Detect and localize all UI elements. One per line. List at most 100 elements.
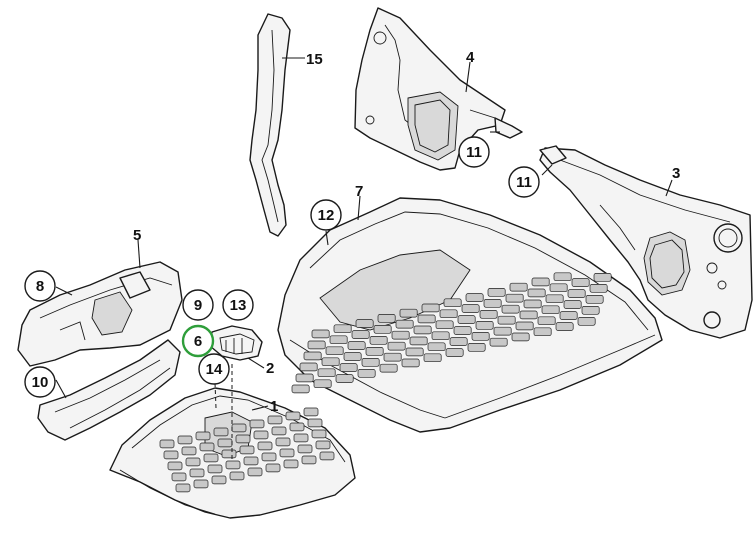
callout-6-highlighted: 6	[181, 324, 215, 358]
mat-cell	[567, 289, 586, 298]
mat-cell	[333, 324, 352, 334]
mat-cell	[501, 304, 520, 314]
mat-cell	[293, 433, 309, 443]
mat-cell	[559, 311, 578, 320]
mat-cell	[571, 278, 590, 287]
callout-label: 10	[32, 374, 49, 391]
mat-cell	[379, 363, 398, 373]
mat-cell	[383, 352, 402, 362]
part-4-bulkhead-panel	[354, 7, 523, 171]
mat-cell	[475, 321, 494, 330]
mat-cell	[319, 451, 335, 461]
mat-cell	[431, 331, 450, 341]
callout-label: 11	[516, 174, 532, 191]
label-3: 3	[672, 165, 680, 182]
mat-cell	[553, 272, 572, 282]
mat-cell	[257, 441, 273, 451]
mat-cell	[361, 358, 380, 367]
callout-10: 10	[24, 366, 56, 398]
callout-ring	[222, 289, 254, 321]
part-5-tunnel-insulation	[17, 261, 183, 367]
mat-cell	[329, 335, 348, 345]
mat-cell	[265, 463, 281, 473]
mat-cell	[267, 415, 283, 425]
mat-cell	[395, 319, 414, 329]
mat-cell	[369, 336, 388, 345]
mat-cell	[541, 305, 560, 315]
mat-cell	[311, 329, 330, 339]
mat-cell	[509, 282, 528, 292]
mat-cell	[405, 347, 424, 357]
mat-cell	[225, 460, 241, 470]
mat-cell	[527, 288, 546, 298]
callout-ring	[198, 353, 230, 385]
mat-cell	[339, 363, 358, 372]
mat-cell	[249, 419, 265, 429]
mat-cell	[563, 300, 582, 309]
mat-cell	[387, 341, 406, 351]
callout-ring	[508, 166, 540, 198]
mat-cell	[231, 423, 247, 433]
part-3-side-panel	[539, 145, 753, 339]
mat-cell	[505, 293, 524, 303]
callout-group: 8 9 13 6 10 14 12 11	[24, 136, 540, 398]
mat-cell	[515, 321, 534, 331]
label-group: 15 4 3 7 5 2 1	[133, 49, 680, 415]
mat-cell	[213, 427, 229, 437]
mat-cell	[465, 293, 484, 302]
callout-13: 13	[222, 289, 254, 321]
mat-cell	[401, 358, 420, 368]
mat-cell	[181, 446, 197, 456]
mat-cell	[271, 426, 287, 436]
mat-cell	[275, 437, 291, 447]
leader-lines	[55, 57, 673, 460]
callout-label: 14	[206, 361, 223, 378]
mat-cell	[297, 444, 313, 454]
mat-cell	[417, 314, 436, 324]
mat-cell	[453, 326, 472, 335]
mat-cell	[347, 341, 366, 350]
callout-label: 13	[230, 297, 247, 314]
mat-cell	[399, 308, 418, 318]
mat-cell	[185, 457, 201, 467]
mat-cell	[177, 435, 193, 445]
callout-label: 11	[466, 144, 482, 161]
mat-cell	[283, 459, 299, 469]
callout-label: 12	[318, 207, 335, 224]
part-1-cell-grid	[159, 407, 335, 493]
mat-cell	[493, 326, 512, 336]
mat-cell	[555, 322, 574, 331]
label-2: 2	[266, 360, 274, 377]
mat-cell	[593, 273, 612, 282]
mat-cell	[471, 332, 490, 341]
mat-cell	[511, 332, 530, 342]
mat-cell	[533, 327, 552, 337]
mat-cell	[467, 343, 486, 352]
mat-cell	[581, 306, 600, 315]
mat-cell	[439, 309, 458, 319]
callout-ring	[24, 366, 56, 398]
mat-cell	[239, 445, 255, 455]
callout-9: 9	[182, 289, 214, 321]
mat-cell	[523, 299, 542, 309]
mat-cell	[373, 325, 392, 334]
mat-cell	[519, 310, 538, 320]
mat-cell	[457, 315, 476, 324]
mat-cell	[195, 431, 211, 441]
mat-cell	[193, 479, 209, 489]
callout-ring	[182, 289, 214, 321]
mat-cell	[461, 304, 480, 313]
callout-ring	[310, 199, 342, 231]
label-4: 4	[466, 49, 475, 66]
mat-cell	[449, 337, 468, 346]
mat-cell	[199, 442, 215, 452]
mat-cell	[315, 440, 331, 450]
mat-cell	[321, 357, 340, 367]
mat-cell	[211, 475, 227, 485]
mat-cell	[421, 303, 440, 313]
mat-cell	[243, 456, 259, 466]
mat-cell	[189, 468, 205, 478]
mat-cell	[253, 430, 269, 440]
